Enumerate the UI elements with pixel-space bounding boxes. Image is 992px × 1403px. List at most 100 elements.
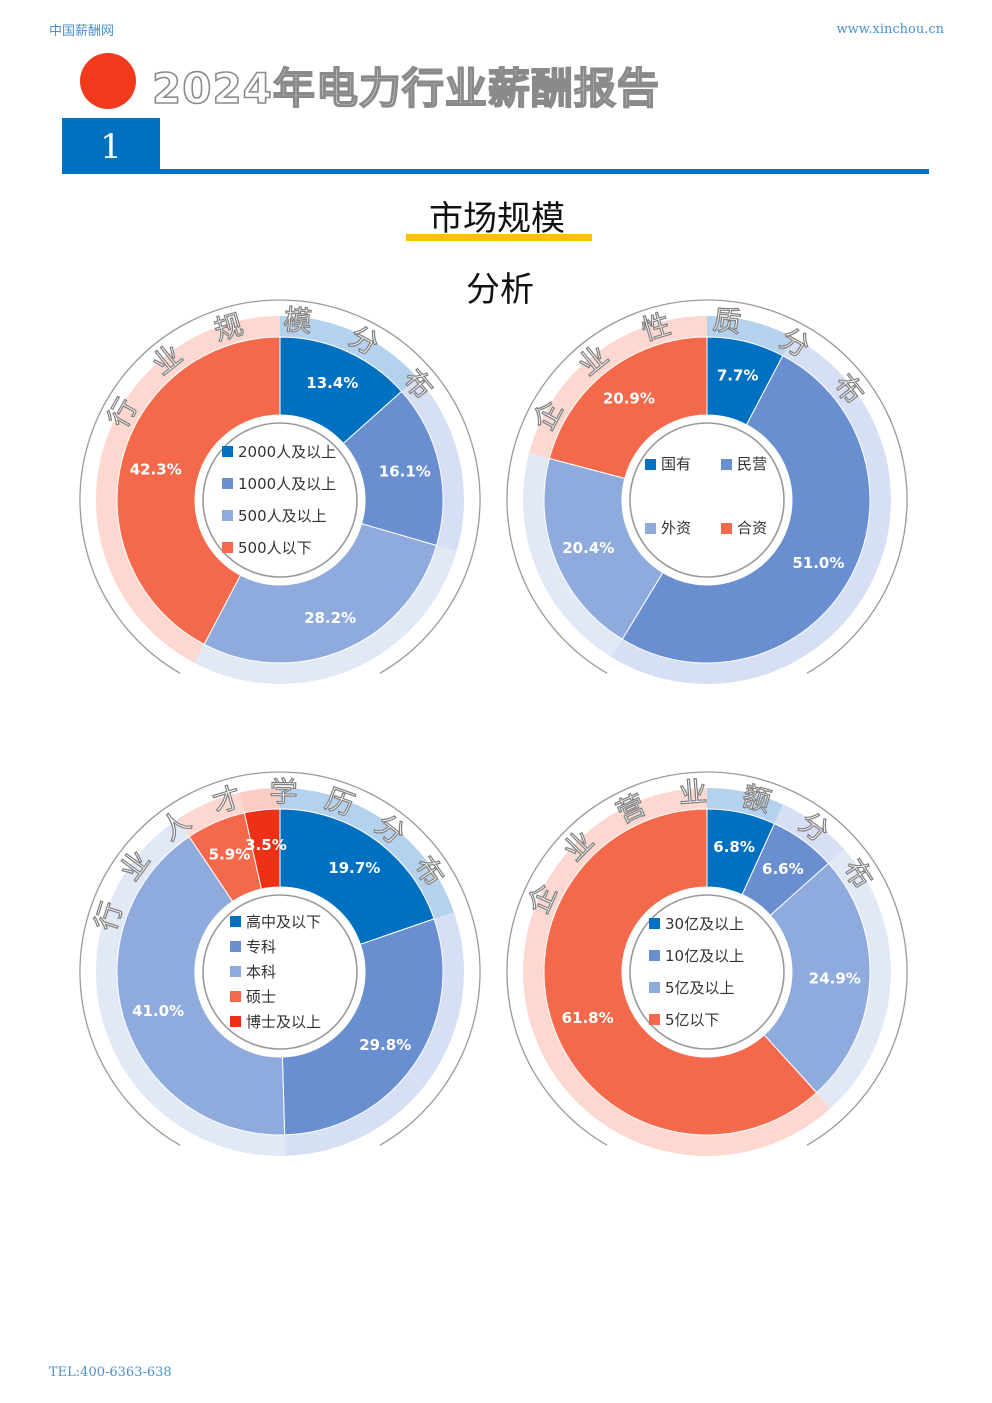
data-label: 13.4% <box>306 374 358 392</box>
legend-swatch <box>230 916 241 927</box>
donut-hole <box>622 415 792 585</box>
legend-label: 5亿以下 <box>665 1011 720 1029</box>
legend-swatch <box>721 523 732 534</box>
data-label: 29.8% <box>359 1036 411 1054</box>
legend-swatch <box>230 966 241 977</box>
legend-swatch <box>721 459 732 470</box>
data-label: 24.9% <box>809 970 861 988</box>
segment-halo <box>611 337 892 685</box>
segment-halo <box>284 912 464 1156</box>
legend-label: 30亿及以上 <box>665 915 744 933</box>
header-rule <box>62 169 929 174</box>
data-label: 3.5% <box>245 836 287 854</box>
legend-label: 合资 <box>737 519 767 537</box>
data-label: 6.8% <box>713 838 755 856</box>
data-label: 6.6% <box>762 860 804 878</box>
legend-swatch <box>222 446 233 457</box>
segment-halo <box>816 849 892 1109</box>
legend-swatch <box>649 950 660 961</box>
legend-label: 5亿及以上 <box>665 979 735 997</box>
chart-title-char: 学 <box>269 775 298 809</box>
legend-label: 硕士 <box>246 988 276 1006</box>
legend-ring <box>629 422 785 578</box>
segment-halo <box>280 316 418 392</box>
data-label: 61.8% <box>562 1009 614 1027</box>
site-name: 中国薪酬网 <box>49 24 115 39</box>
chart-title-char: 模 <box>282 303 313 339</box>
chart-title-char: 业 <box>678 775 709 810</box>
data-label: 7.7% <box>717 367 759 385</box>
donut-chart-2: 7.7%51.0%20.4%20.9%国有民营外资合资企业性质分布 <box>506 299 908 685</box>
chart-frame-arc <box>506 771 908 1146</box>
legend-swatch <box>645 459 656 470</box>
data-label: 42.3% <box>130 460 182 478</box>
footer-tel: TEL:400-6363-638 <box>49 1365 172 1380</box>
data-label: 20.9% <box>603 390 655 408</box>
segment-halo <box>95 316 281 663</box>
data-label: 20.4% <box>562 539 614 557</box>
legend-swatch <box>645 523 656 534</box>
legend-label: 10亿及以上 <box>665 947 744 965</box>
legend-label: 高中及以下 <box>246 913 321 931</box>
data-label: 19.7% <box>328 859 380 877</box>
section-number: 1 <box>62 118 160 172</box>
legend-ring <box>202 894 358 1050</box>
segment-halo <box>194 545 457 685</box>
section-title: 市场规模 <box>429 199 565 239</box>
legend-swatch <box>649 1014 660 1025</box>
legend-label: 1000人及以上 <box>238 475 336 493</box>
segment-halo <box>774 804 845 864</box>
legend-swatch <box>649 918 660 929</box>
segment-halo <box>177 792 245 837</box>
donut-chart-1: 13.4% 16.1% 28.2% 42.3% 2000人及以上 1000人及以上 500人… <box>79 299 481 685</box>
donut-chart-3: 19.7%29.8%41.0%5.9%3.5%高中及以下专科本科硕士博士及以上行… <box>79 771 481 1156</box>
donut-segment <box>203 523 438 664</box>
legend-label: 国有 <box>661 455 691 473</box>
chart-frame-arc <box>79 299 481 674</box>
section-subtitle: 分析 <box>466 270 534 310</box>
legend-ring <box>202 422 358 578</box>
donut-hole <box>195 887 365 1057</box>
legend-swatch <box>222 478 233 489</box>
legend-label: 民营 <box>737 455 767 473</box>
segment-halo <box>707 316 793 356</box>
segment-halo <box>280 788 454 919</box>
data-label: 5.9% <box>209 845 251 863</box>
segment-halo <box>96 819 286 1156</box>
segment-halo <box>239 788 280 813</box>
legend-swatch <box>230 991 241 1002</box>
legend-label: 博士及以上 <box>246 1013 321 1031</box>
segment-halo <box>529 316 707 459</box>
report-title: 2024年电力行业薪酬报告 <box>151 64 660 113</box>
legend-swatch <box>222 542 233 553</box>
legend-label: 2000人及以上 <box>238 443 336 461</box>
legend-label: 专科 <box>246 938 276 956</box>
segment-halo <box>523 788 831 1156</box>
legend-swatch <box>230 1016 241 1027</box>
segment-halo <box>523 453 623 658</box>
data-label: 41.0% <box>132 1002 184 1020</box>
chart-frame-arc <box>506 299 908 674</box>
legend-swatch <box>649 982 660 993</box>
legend-label: 500人及以上 <box>238 507 327 525</box>
chart-title-char: 质 <box>711 303 743 339</box>
segment-halo <box>401 377 464 552</box>
chart-frame-arc <box>79 771 481 1146</box>
legend-label: 500人以下 <box>238 539 312 557</box>
site-url[interactable]: www.xinchou.cn <box>836 22 944 37</box>
donut-chart-4: 6.8%6.6%24.9%61.8%30亿及以上10亿及以上5亿及以上5亿以下企… <box>506 771 908 1156</box>
legend-ring <box>629 894 785 1050</box>
title-dot-decoration <box>80 53 136 109</box>
section-title-underline <box>406 234 592 241</box>
donut-hole <box>195 415 365 585</box>
data-label: 51.0% <box>792 554 844 572</box>
legend-swatch <box>230 941 241 952</box>
donut-hole <box>622 887 792 1057</box>
legend-swatch <box>222 510 233 521</box>
data-label: 28.2% <box>304 609 356 627</box>
legend-label: 外资 <box>661 519 691 537</box>
legend-label: 本科 <box>246 963 276 981</box>
segment-halo <box>707 788 784 824</box>
data-label: 16.1% <box>379 463 431 481</box>
